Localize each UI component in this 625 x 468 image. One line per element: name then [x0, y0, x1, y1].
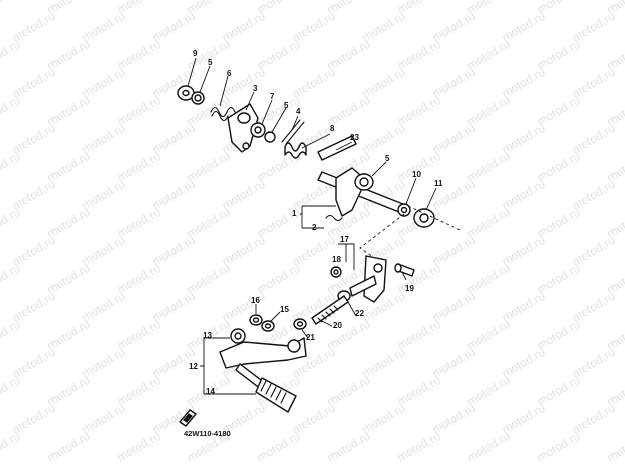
- link-rod-17: [349, 255, 387, 303]
- circlip-15: [261, 320, 275, 332]
- callout-labels: 9 5 6 3 7 5 4 8 23 5 10 11 1 2 17 18 19 …: [184, 49, 443, 438]
- circlip-5-upper: [191, 91, 205, 105]
- callout-15: 15: [280, 305, 289, 314]
- callout-12: 12: [189, 362, 198, 371]
- callout-10: 10: [412, 170, 421, 179]
- callout-3: 3: [253, 84, 258, 93]
- callout-21: 21: [306, 333, 315, 342]
- circlip-5-mid: [264, 131, 276, 143]
- front-indicator: [179, 409, 197, 427]
- callout-5-c: 5: [385, 154, 390, 163]
- nut-18: [330, 266, 342, 278]
- callout-20: 20: [333, 321, 342, 330]
- spring-6: [210, 106, 236, 122]
- callout-5-b: 5: [284, 101, 289, 110]
- callout-5-a: 5: [208, 58, 213, 67]
- callout-6: 6: [227, 69, 232, 78]
- callout-9: 9: [193, 49, 198, 58]
- shift-shaft-1: [317, 167, 409, 217]
- callout-22: 22: [355, 309, 364, 318]
- callout-11: 11: [434, 179, 443, 188]
- spring-2: [325, 214, 343, 222]
- callout-2: 2: [312, 223, 317, 232]
- spring-8: [284, 142, 307, 159]
- pin-4: [281, 119, 305, 145]
- callout-23: 23: [350, 133, 359, 142]
- washer-11: [413, 208, 435, 228]
- leader-lines: [187, 57, 437, 395]
- nut-21: [293, 318, 307, 330]
- rod-20: [311, 295, 349, 325]
- callout-8: 8: [330, 124, 335, 133]
- washer-16: [249, 314, 263, 326]
- shift-arm-3: [227, 103, 259, 153]
- callout-4: 4: [296, 107, 301, 116]
- callout-17: 17: [340, 235, 349, 244]
- bolt-19: [394, 263, 415, 277]
- callout-16: 16: [251, 296, 260, 305]
- callout-19: 19: [405, 284, 414, 293]
- callout-1: 1: [292, 209, 297, 218]
- callout-13: 13: [203, 331, 212, 340]
- pin-23: [317, 135, 357, 161]
- footrest-rubber-14: [255, 377, 297, 413]
- callout-18: 18: [332, 255, 341, 264]
- bushing-13: [230, 328, 246, 344]
- callout-14: 14: [206, 387, 215, 396]
- diagram-code: 42W110-4180: [184, 429, 231, 438]
- oil-seal-10: [397, 203, 411, 217]
- callout-7: 7: [270, 92, 275, 101]
- washer-7: [250, 122, 266, 138]
